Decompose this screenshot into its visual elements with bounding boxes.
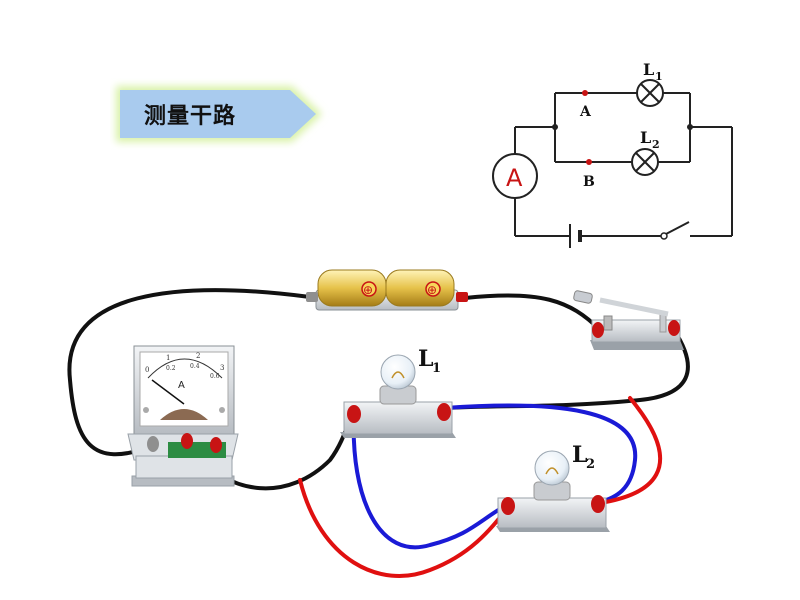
lamp-l1-terminal-left: [347, 405, 361, 423]
ammeter-terminal-3: [210, 437, 222, 453]
ammeter-terminal-negative: [147, 436, 159, 452]
battery-plus-1: ⊕: [363, 283, 373, 297]
scale-tick-lower-1: 0.2: [166, 365, 176, 372]
scale-tick-upper-1: 1: [166, 354, 170, 362]
switch-symbol: [660, 221, 690, 240]
ammeter-symbol-label: A: [506, 164, 523, 192]
lamp-l2-symbol: [631, 148, 659, 176]
title-banner: 测量干路: [110, 78, 330, 150]
switch-terminal-right: [668, 320, 680, 336]
point-a-label: A: [579, 104, 592, 120]
lamp-l2-terminal-left: [501, 497, 515, 515]
page-title: 测量干路: [144, 104, 237, 129]
scale-tick-lower-3: 0.6: [210, 373, 220, 380]
lamp-l2-subscript: 2: [652, 138, 660, 151]
point-b-marker: [586, 159, 592, 165]
wire-battery-to-ammeter: [67, 288, 312, 457]
wire-blue-lamp1-to-lamp2-right: [443, 403, 638, 504]
lamp-l1-terminal-right: [437, 403, 451, 421]
lamp-l2-label: L: [640, 128, 651, 147]
scale-tick-lower-2: 0.4: [190, 363, 200, 370]
lamp-l2-holder: [496, 450, 610, 532]
knife-switch: [573, 290, 684, 350]
scale-tick-upper-2: 2: [196, 352, 200, 360]
scale-tick-upper-0: 0: [145, 366, 149, 374]
ammeter-needle: [151, 379, 185, 405]
battery-terminal-negative: [306, 292, 318, 302]
lamp-l1-label: L: [643, 60, 654, 79]
ammeter-terminal-0.6: [181, 433, 193, 449]
ammeter-device: 0 1 2 3 0.2 0.4 0.6 A: [127, 345, 239, 487]
lamp-l1-subscript: 1: [655, 70, 663, 83]
circuit-schematic: A B L 1 L 2 A: [492, 60, 733, 248]
wire-red-lamp2-to-switch: [598, 396, 663, 505]
junction-right: [687, 124, 693, 130]
lamp-l1-apparatus-label: L: [418, 346, 433, 372]
lamp-l1-symbol: [636, 79, 664, 107]
lamp-l1-holder: [340, 354, 456, 438]
battery-symbol: [569, 224, 582, 248]
battery-pack: ⊕ ⊕: [306, 269, 468, 311]
lamp-l2-apparatus-label: L: [572, 442, 587, 468]
switch-terminal-left: [592, 322, 604, 338]
wire-battery-to-switch: [463, 293, 602, 332]
battery-plus-2: ⊕: [427, 283, 437, 297]
wire-red-ammeter-to-lamp2: [298, 478, 508, 578]
junction-left: [552, 124, 558, 130]
ammeter-dial-mount: [160, 409, 208, 420]
apparatus-illustration: ⊕ ⊕ 0 1 2 3 0.2 0.4 0.6: [67, 269, 690, 578]
scale-tick-upper-3: 3: [220, 364, 224, 372]
point-a-marker: [582, 90, 588, 96]
point-b-label: B: [583, 174, 595, 190]
ammeter-unit-label: A: [178, 380, 185, 391]
wire-blue-lamp1-to-lamp2: [351, 410, 507, 550]
battery-terminal-positive: [456, 292, 468, 302]
lamp-l1-apparatus-subscript: 1: [432, 361, 441, 376]
title-arrow-shape: [116, 86, 322, 142]
lamp-l2-terminal-right: [591, 495, 605, 513]
lamp-l2-apparatus-subscript: 2: [586, 457, 595, 472]
ammeter-symbol: [492, 153, 538, 199]
